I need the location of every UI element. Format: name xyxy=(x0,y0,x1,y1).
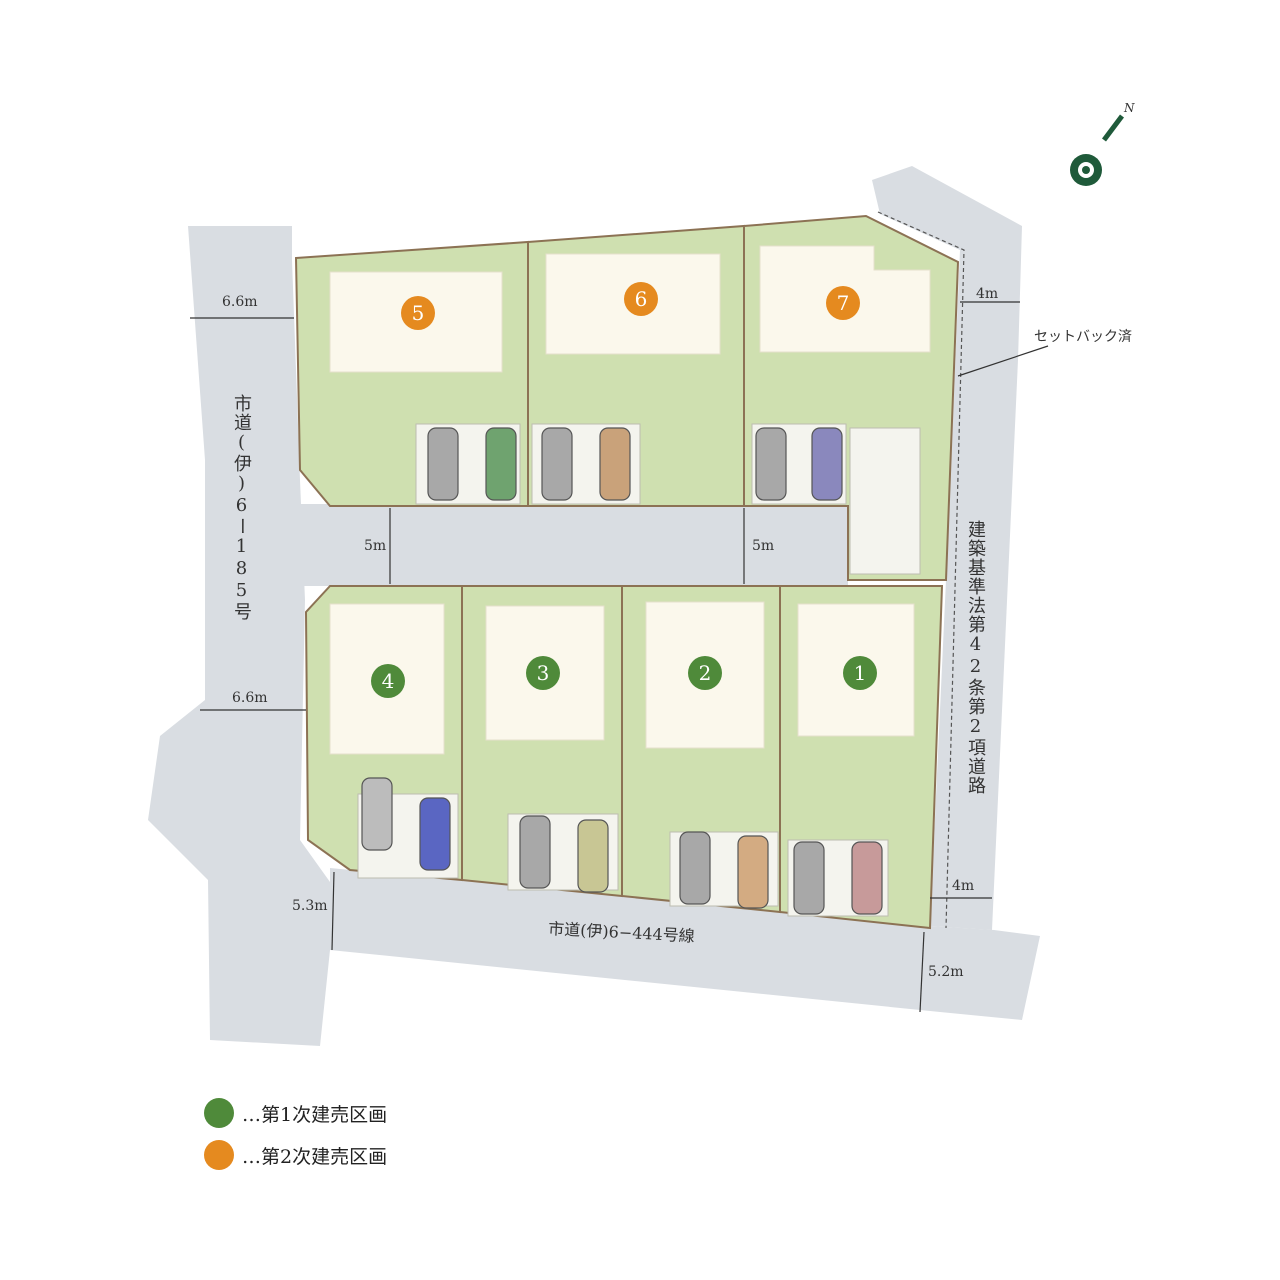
car xyxy=(679,831,711,905)
dim-southwest: 5.3m xyxy=(292,898,328,914)
car xyxy=(419,797,451,871)
car xyxy=(811,427,843,501)
compass: N xyxy=(1070,101,1135,186)
dim-east-lower: 4m xyxy=(952,878,974,894)
car xyxy=(599,427,631,501)
private-road xyxy=(296,504,848,586)
car xyxy=(755,427,787,501)
east-road-label: 建築基準法第42条第2項道路 xyxy=(965,520,986,795)
car xyxy=(793,841,825,915)
car xyxy=(737,835,769,909)
car xyxy=(577,819,609,893)
dim-west-upper: 6.6m xyxy=(222,294,258,310)
lot-number-4: 4 xyxy=(371,664,405,698)
tiles-7 xyxy=(849,427,921,575)
setback-note: セットバック済 xyxy=(1034,329,1132,345)
compass-needle xyxy=(1102,114,1124,142)
lot-number-2: 2 xyxy=(688,656,722,690)
buildings xyxy=(329,245,931,755)
car xyxy=(361,777,393,851)
orange-dot-icon xyxy=(204,1140,234,1170)
roads xyxy=(148,166,1040,1046)
dimension-lines xyxy=(190,301,1049,1013)
car xyxy=(485,427,517,501)
dim-east-upper: 4m xyxy=(976,286,998,302)
setback-line xyxy=(877,211,965,929)
legend-first-phase: …第1次建売区画 xyxy=(204,1098,387,1128)
lot-number-7: 7 xyxy=(826,286,860,320)
legend-first-label: …第1次建売区画 xyxy=(242,1103,388,1126)
lot-number-3: 3 xyxy=(526,656,560,690)
west-road xyxy=(148,226,330,1046)
west-road-label: 市道(伊)6ー185号 xyxy=(231,394,252,621)
lot-number-5: 5 xyxy=(401,296,435,330)
east-road xyxy=(872,166,1022,930)
cars xyxy=(361,427,883,915)
south-road xyxy=(330,868,1040,1020)
legend-second-phase: …第2次建売区画 xyxy=(204,1140,387,1170)
dim-west-lower: 6.6m xyxy=(232,690,268,706)
compass-north-label: N xyxy=(1123,101,1135,115)
car xyxy=(851,841,883,915)
legend-second-label: …第2次建売区画 xyxy=(242,1145,388,1168)
car xyxy=(541,427,573,501)
dim-private-road-right: 5m xyxy=(752,538,774,554)
lot-number-6: 6 xyxy=(624,282,658,316)
green-dot-icon xyxy=(204,1098,234,1128)
dim-southeast: 5.2m xyxy=(928,964,964,980)
car xyxy=(427,427,459,501)
lot-number-1: 1 xyxy=(843,656,877,690)
dim-private-road-left: 5m xyxy=(364,538,386,554)
car xyxy=(519,815,551,889)
